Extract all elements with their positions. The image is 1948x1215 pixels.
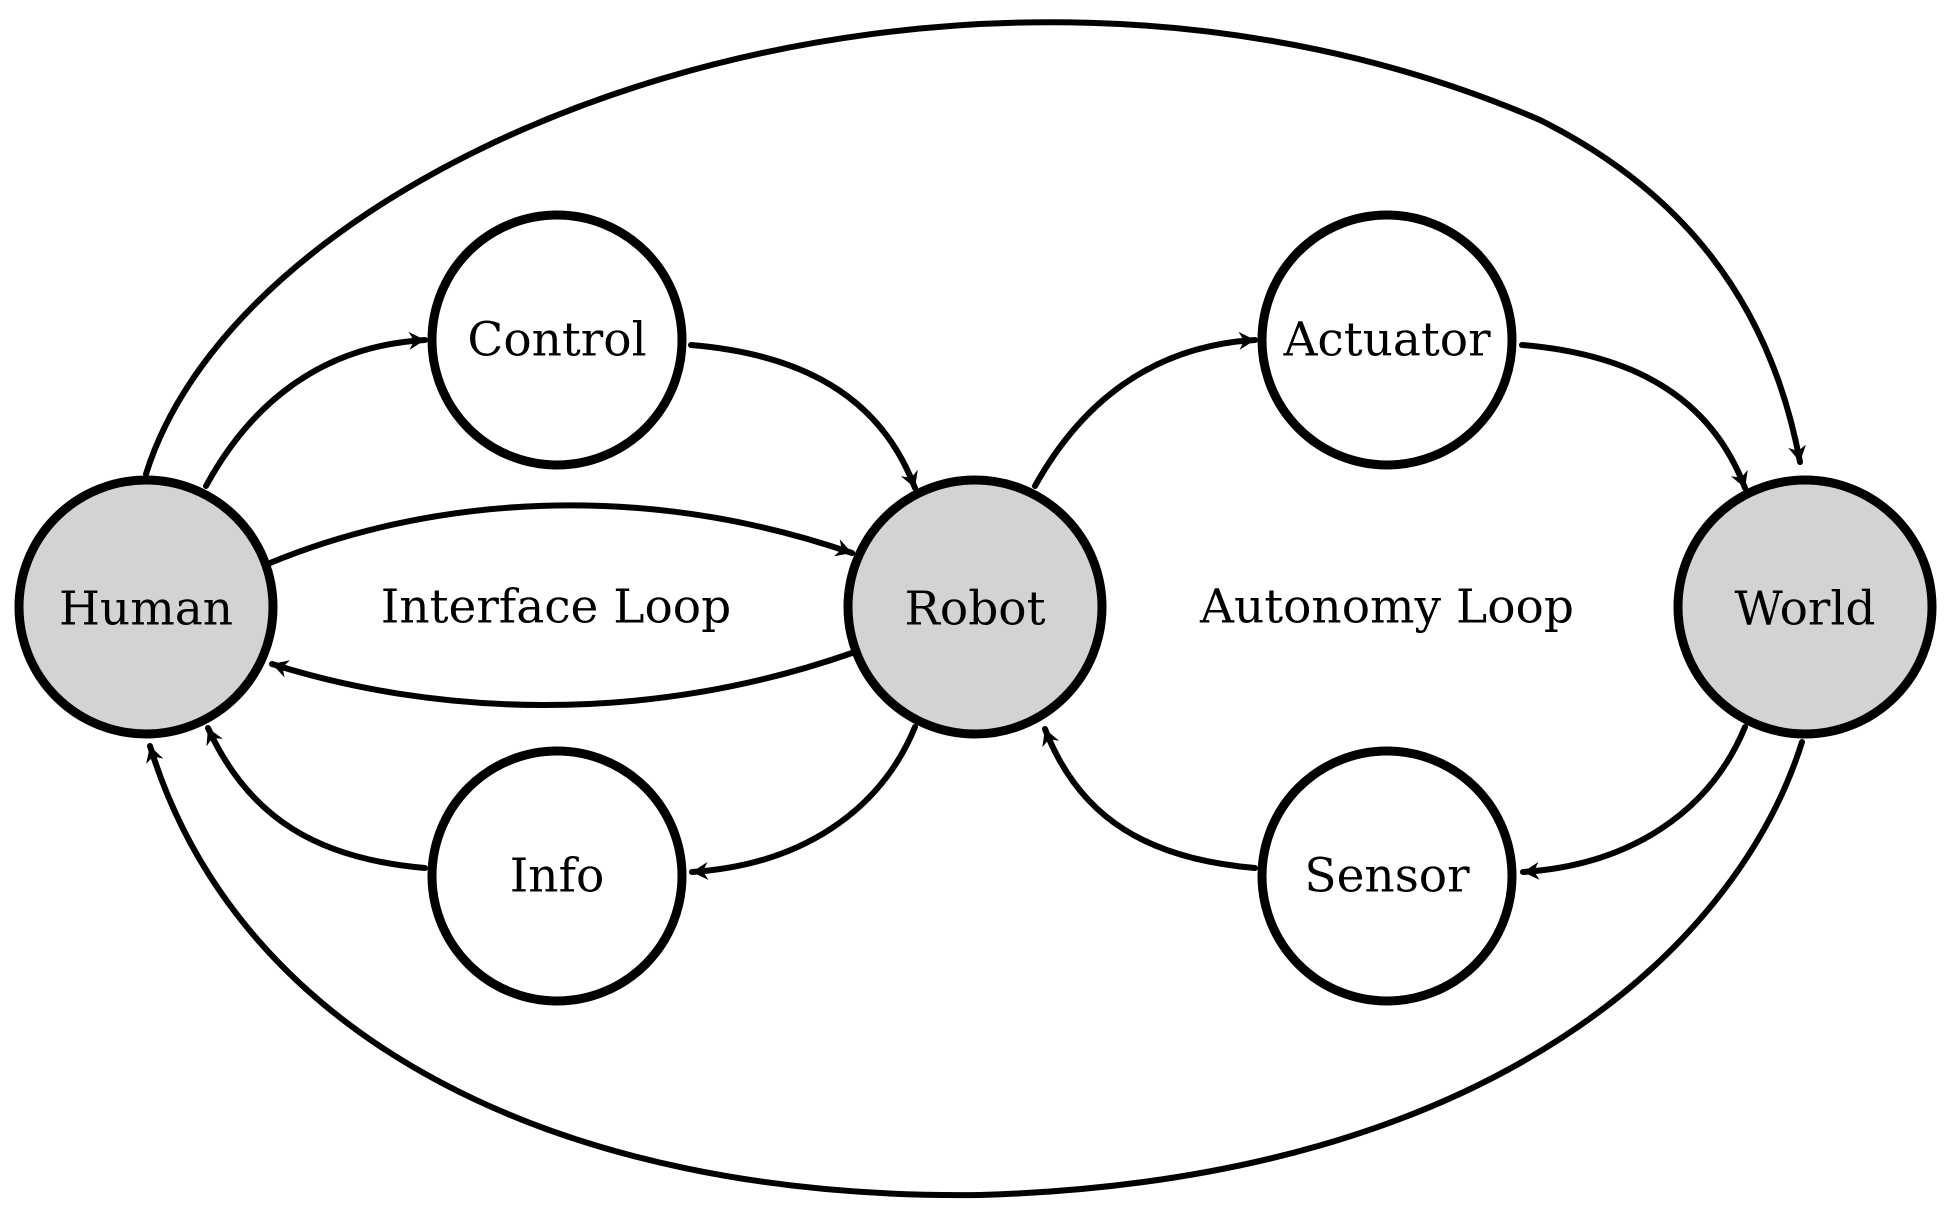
node-control: Control bbox=[427, 210, 687, 470]
node-actuator: Actuator bbox=[1257, 210, 1517, 470]
edge-human-to-control bbox=[203, 331, 428, 489]
node-info-label: Info bbox=[510, 849, 605, 904]
edge-robot-to-info bbox=[689, 724, 918, 880]
node-human-label: Human bbox=[59, 582, 233, 637]
node-info-circle bbox=[427, 746, 687, 1006]
edge-control-to-robot bbox=[688, 342, 918, 491]
node-actuator-label: Actuator bbox=[1282, 313, 1491, 368]
edge-human-to-world bbox=[143, 19, 1806, 477]
autonomy-loop-label: Autonomy Loop bbox=[1199, 580, 1574, 635]
edge-human-to-robot bbox=[267, 502, 855, 566]
node-human-circle bbox=[14, 475, 278, 739]
node-control-circle bbox=[427, 210, 687, 470]
edge-robot-to-actuator bbox=[1032, 331, 1258, 489]
node-human: Human bbox=[14, 475, 278, 739]
node-sensor: Sensor bbox=[1257, 746, 1517, 1006]
edge-info-to-human bbox=[205, 725, 428, 871]
edge-sensor-to-robot bbox=[1042, 726, 1258, 871]
node-world: World bbox=[1673, 475, 1937, 739]
edge-robot-to-human bbox=[269, 650, 855, 708]
node-robot: Robot bbox=[843, 475, 1107, 739]
node-sensor-circle bbox=[1257, 746, 1517, 1006]
node-world-label: World bbox=[1735, 582, 1876, 637]
node-info: Info bbox=[427, 746, 687, 1006]
edge-actuator-to-world bbox=[1519, 342, 1748, 491]
node-actuator-circle bbox=[1257, 210, 1517, 470]
node-robot-circle bbox=[843, 475, 1107, 739]
node-control-label: Control bbox=[467, 313, 646, 368]
edge-world-to-human bbox=[146, 739, 1805, 1199]
edge-world-to-sensor bbox=[1520, 724, 1748, 880]
interface-loop-label: Interface Loop bbox=[381, 580, 731, 635]
node-sensor-label: Sensor bbox=[1304, 849, 1470, 904]
node-robot-label: Robot bbox=[905, 582, 1046, 637]
node-world-circle bbox=[1673, 475, 1937, 739]
